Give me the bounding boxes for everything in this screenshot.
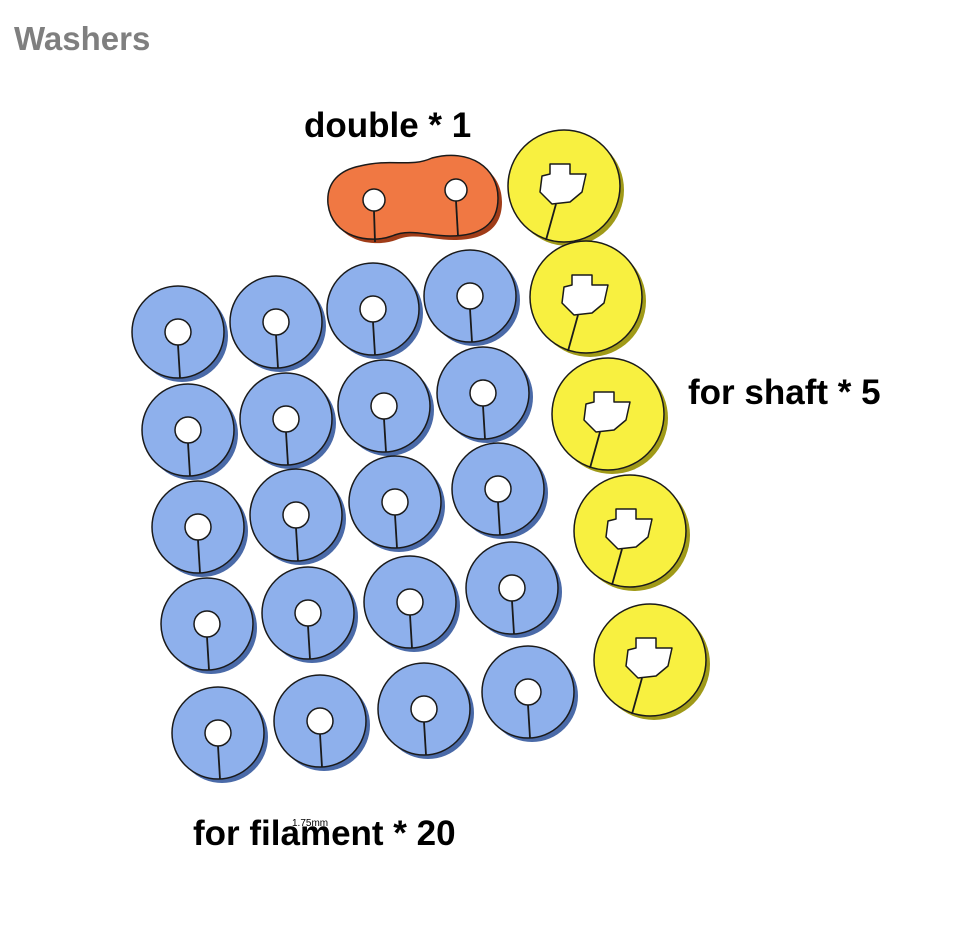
filament-washer [261, 566, 358, 663]
filament-washer [363, 555, 460, 652]
filament-size-note: 1.75mm [292, 818, 329, 829]
shaft-washer-label: for shaft * 5 [688, 373, 881, 412]
filament-washer [436, 346, 533, 443]
filament-washer [249, 468, 346, 565]
filament-washer [239, 372, 336, 469]
filament-washer [171, 686, 268, 783]
filament-washer [377, 662, 474, 759]
double-washer-label: double * 1 [304, 106, 472, 145]
filament-washer [451, 442, 548, 539]
filament-washer [423, 249, 520, 346]
filament-washer-label: for filament * 20 [193, 814, 456, 853]
shaft-washer [529, 240, 646, 357]
filament-washer [273, 674, 370, 771]
filament-washer [229, 275, 326, 372]
double-washer [327, 154, 502, 244]
shaft-washer [551, 357, 668, 474]
filament-washer [160, 577, 257, 674]
filament-washer [348, 455, 445, 552]
filament-washer [131, 285, 228, 382]
filament-washer [141, 383, 238, 480]
filament-washer [151, 480, 248, 577]
shaft-washer [593, 603, 710, 720]
filament-washer [481, 645, 578, 742]
filament-washer [465, 541, 562, 638]
filament-washer [337, 359, 434, 456]
shaft-washer [573, 474, 690, 591]
page-title: Washers [14, 20, 151, 57]
shaft-washer [507, 129, 624, 246]
filament-washer [326, 262, 423, 359]
